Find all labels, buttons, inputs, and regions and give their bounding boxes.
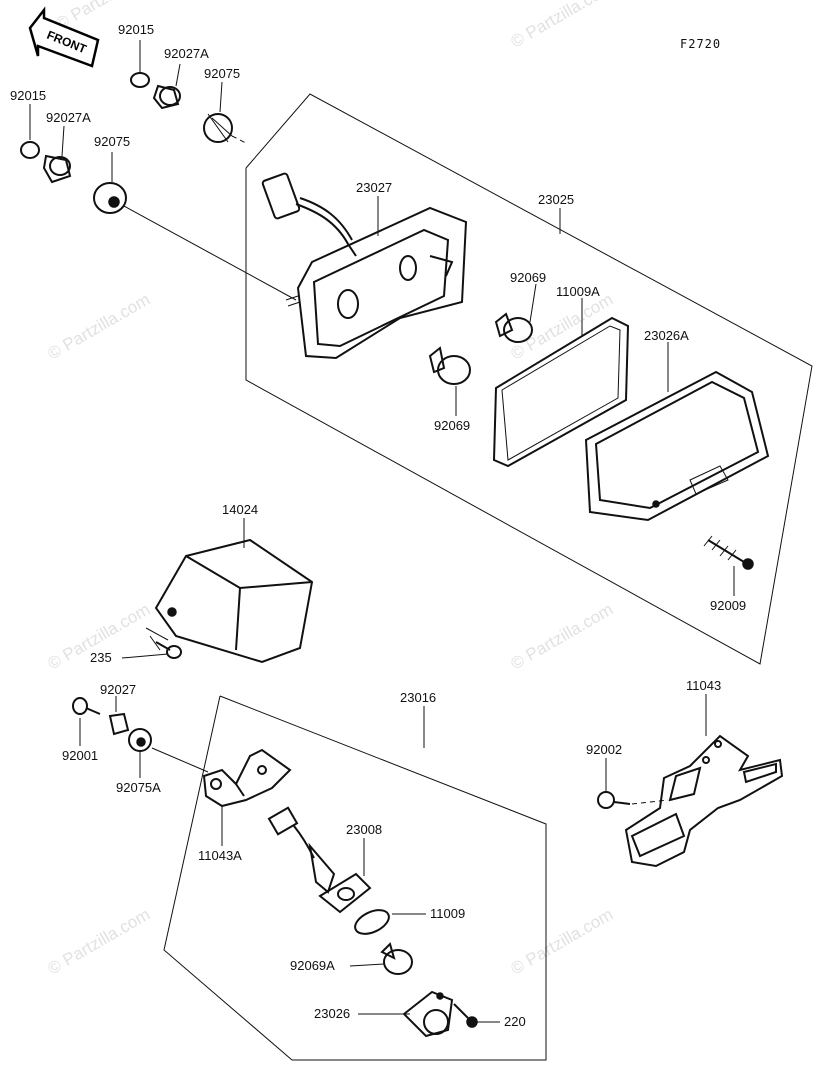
- license-bulb: [380, 942, 413, 975]
- figure-code: F2720: [680, 37, 721, 51]
- part-label-92075-lower: 92075: [94, 134, 130, 149]
- front-arrow: FRONT: [28, 6, 100, 68]
- tail-light-lens: [584, 370, 770, 522]
- lens-screw: [703, 535, 754, 570]
- bracket-11043a: [202, 748, 292, 808]
- bracket-11043: [624, 734, 784, 868]
- part-label-92027a-lower: 92027A: [46, 110, 91, 125]
- part-label-23008: 23008: [346, 822, 382, 837]
- part-label-92015-lower: 92015: [10, 88, 46, 103]
- bolt-235: [155, 641, 182, 659]
- part-label-92027: 92027: [100, 682, 136, 697]
- lens-gasket: [492, 316, 630, 468]
- bulb-upper: [494, 312, 533, 343]
- part-label-11043a: 11043A: [198, 848, 242, 863]
- part-label-92069-upper: 92069: [510, 270, 546, 285]
- part-label-92002: 92002: [586, 742, 622, 757]
- tail-light-housing: [261, 172, 468, 360]
- part-label-92075-upper: 92075: [204, 66, 240, 81]
- bolt-92002: [597, 791, 669, 809]
- part-label-92015-upper: 92015: [118, 22, 154, 37]
- license-lens: [402, 990, 454, 1038]
- leader-lines: [29, 40, 735, 1023]
- part-label-11009a: 11009A: [556, 284, 600, 299]
- part-label-14024: 14024: [222, 502, 258, 517]
- part-label-235: 235: [90, 650, 112, 665]
- watermark: © Partzilla.com: [45, 290, 154, 364]
- part-label-11043: 11043: [686, 678, 721, 693]
- watermark: © Partzilla.com: [508, 290, 617, 364]
- hardware-92001-set: [72, 697, 209, 773]
- part-labels: 92015 92027A 92075 92015 92027A 92075 23…: [10, 22, 746, 1029]
- part-label-92001: 92001: [62, 748, 98, 763]
- part-label-11009: 11009: [430, 906, 465, 921]
- part-label-92069a: 92069A: [290, 958, 335, 973]
- watermark: © Partzilla.com: [508, 600, 617, 674]
- hardware-upper-row: [130, 72, 249, 145]
- part-label-92027a-upper: 92027A: [164, 46, 209, 61]
- part-label-23027: 23027: [356, 180, 392, 195]
- assembly-box-23025: [245, 93, 813, 665]
- part-label-23025: 23025: [538, 192, 574, 207]
- watermark: © Partzilla.com: [45, 905, 154, 979]
- part-label-220: 220: [504, 1014, 526, 1029]
- screw-220: [453, 1003, 478, 1028]
- part-label-23016: 23016: [400, 690, 436, 705]
- watermark-layer: © Partzilla.com © Partzilla.com © Partzi…: [45, 0, 617, 978]
- hardware-lower-row: [20, 141, 297, 301]
- cover-14024: [145, 538, 314, 664]
- part-label-92069-lower: 92069: [434, 418, 470, 433]
- part-label-92009: 92009: [710, 598, 746, 613]
- bulb-lower: [428, 346, 471, 385]
- license-socket: [267, 806, 372, 914]
- watermark: © Partzilla.com: [508, 0, 617, 51]
- part-label-23026: 23026: [314, 1006, 350, 1021]
- socket-gasket: [354, 909, 390, 935]
- assembly-box-23016: [163, 695, 547, 1061]
- part-label-92075a: 92075A: [116, 780, 161, 795]
- part-label-23026a: 23026A: [644, 328, 689, 343]
- watermark: © Partzilla.com: [508, 905, 617, 979]
